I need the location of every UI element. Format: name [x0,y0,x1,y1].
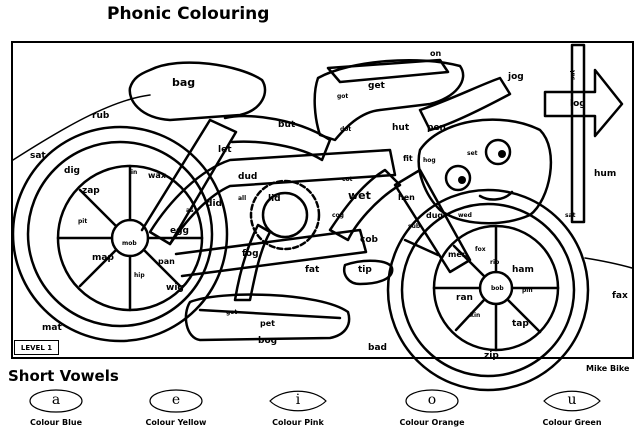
word-hum: hum [594,169,617,179]
vowel-colour-label: Colour Yellow [145,418,207,427]
word-lid: lid [268,194,281,204]
word-pin: pin [522,287,533,294]
word-jog: jog [508,72,524,82]
vowel-key-u: u Colour Green [522,388,622,427]
vowel-letter: i [295,392,301,408]
word-ham: ham [512,265,534,275]
word-wet: wet [348,189,371,202]
word-bad: bad [368,343,387,353]
sign-arrow [543,68,624,138]
word-sub: sub [408,223,421,230]
vowel-key-o: o Colour Orange [382,388,482,427]
vowel-letter: e [171,392,181,408]
word-fax: fax [612,291,628,301]
word-as: as [186,207,194,214]
word-dig: dig [64,166,80,176]
vowel-key-i: i Colour Pink [248,388,348,427]
seat [128,61,267,122]
word-fog: fog [242,249,259,259]
word-mob: mob [122,240,137,247]
word-cot: cot [342,176,353,183]
word-bag: bag [172,76,196,89]
word-log: log [570,99,586,109]
vowel-colour-label: Colour Blue [30,418,82,427]
word-set: set [467,150,478,157]
word-wig: wig [166,283,184,293]
word-dud: dud [238,172,258,182]
word-pan: pan [158,257,175,266]
page-title: Phonic Colouring [107,4,270,24]
word-hen: hen [398,193,415,202]
front-wheel-outer [386,188,590,392]
word-map: map [92,253,114,263]
word-on: on [430,49,442,58]
word-in: in [131,169,138,176]
word-did: did [206,199,222,209]
word-sat-left: sat [30,151,46,161]
vowel-letter: u [567,392,577,408]
word-pet: pet [260,319,275,328]
word-all: all [238,195,247,202]
word-cob: cob [360,235,378,245]
word-fox: fox [475,246,486,253]
section-title: Short Vowels [8,367,119,385]
word-got-seat: got [337,93,349,100]
word-rib: rib [490,259,500,266]
word-rub: rub [92,111,110,121]
word-wed: wed [458,212,472,219]
word-sat-sign: sat [569,69,577,81]
word-kin: kin [470,312,481,319]
word-dug: dug [426,211,444,220]
word-egg: egg [170,226,189,236]
word-cog: cog [332,212,344,219]
word-get: get [368,81,385,91]
credit-text: Mike Bike [586,364,630,373]
word-zap: zap [82,186,100,196]
lens-shape [149,389,203,413]
chainring [249,179,321,251]
face [417,118,553,225]
lens-shape [405,389,459,413]
word-but: but [278,120,296,130]
word-pit: pit [78,218,88,225]
colouring-frame [11,41,634,359]
lens-shape [543,390,601,412]
word-bob: bob [491,285,504,292]
vowel-colour-label: Colour Pink [272,418,324,427]
word-got-pedal: got [226,309,238,316]
word-hip: hip [134,272,145,279]
vowel-key-e: e Colour Yellow [126,388,226,427]
vowel-colour-label: Colour Green [542,418,602,427]
lens-shape [29,389,83,413]
word-pen: pen [427,123,446,133]
back-wheel-outer [11,125,229,343]
word-bog: bog [258,336,278,346]
vowel-colour-label: Colour Orange [399,418,465,427]
vowel-key-a: a Colour Blue [6,388,106,427]
vowel-letter: o [427,392,437,408]
word-mat: mat [42,323,62,333]
word-zip: zip [484,351,499,361]
word-men: men [448,250,468,259]
level-badge: LEVEL 1 [14,340,59,355]
word-sat-post: sat [565,212,576,219]
lens-shape [269,390,327,412]
word-dot: dot [340,126,352,133]
word-hut: hut [392,123,410,133]
word-tip: tip [358,265,372,275]
word-tap: tap [512,319,529,329]
word-fit: fit [403,154,413,163]
word-ran: ran [456,293,473,303]
word-let: let [218,145,232,155]
word-hog: hog [423,157,436,164]
word-fat: fat [305,265,320,275]
pedal [184,293,351,342]
vowel-letter: a [51,392,61,408]
word-wax: wax [148,171,166,180]
